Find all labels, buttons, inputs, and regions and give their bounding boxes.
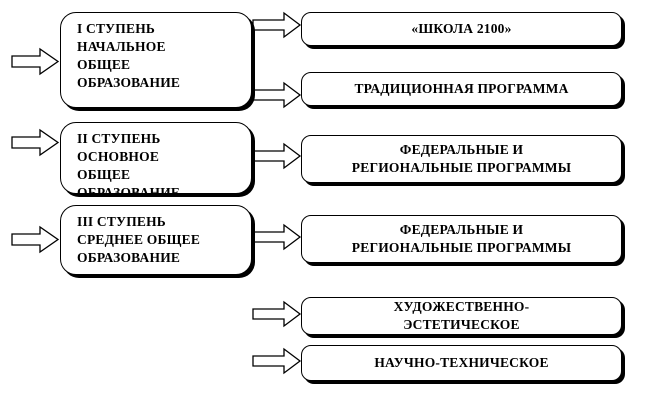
stage-2-line-1: II СТУПЕНЬ [77,131,161,146]
profile-art-aesthetic-line-1: ХУДОЖЕСТВЕННО- [393,299,530,314]
arrow-into-stage-2 [11,128,60,157]
program-traditional-label: ТРАДИЦИОННАЯ ПРОГРАММА [354,81,569,96]
stage-1-line-1: I СТУПЕНЬ [77,21,156,36]
program-federal-regional-1-line-1: ФЕДЕРАЛЬНЫЕ И [399,142,524,157]
stage-2-box: II СТУПЕНЬ ОСНОВНОЕ ОБЩЕЕ ОБРАЗОВАНИЕ [60,122,252,200]
arrow-into-stage-1 [11,47,60,76]
stage-1-box: I СТУПЕНЬ НАЧАЛЬНОЕ ОБЩЕЕ ОБРАЗОВАНИЕ [60,12,252,108]
arrow-stage2-to-federal [252,142,302,170]
profile-science-technical-box: НАУЧНО-ТЕХНИЧЕСКОЕ [301,345,622,381]
arrow-to-science-technical [252,347,302,375]
program-federal-regional-2-line-1: ФЕДЕРАЛЬНЫЕ И [399,222,524,237]
program-school-2100-label: «ШКОЛА 2100» [411,21,512,36]
stage-3-line-2: СРЕДНЕЕ ОБЩЕЕ [77,232,201,247]
arrow-stage1-to-school2100 [252,11,302,39]
stage-3-line-3: ОБРАЗОВАНИЕ [77,250,181,265]
stage-3-box: III СТУПЕНЬ СРЕДНЕЕ ОБЩЕЕ ОБРАЗОВАНИЕ [60,205,252,275]
profile-science-technical-label: НАУЧНО-ТЕХНИЧЕСКОЕ [374,355,549,370]
program-federal-regional-1-line-2: РЕГИОНАЛЬНЫЕ ПРОГРАММЫ [351,160,572,175]
stage-2-line-2: ОСНОВНОЕ [77,149,160,164]
arrow-into-stage-3 [11,225,60,254]
arrow-stage3-to-federal [252,223,302,251]
profile-art-aesthetic-box: ХУДОЖЕСТВЕННО- ЭСТЕТИЧЕСКОЕ [301,297,622,335]
program-school-2100-box: «ШКОЛА 2100» [301,12,622,46]
stage-1-line-3: ОБЩЕЕ [77,57,131,72]
profile-art-aesthetic-line-2: ЭСТЕТИЧЕСКОЕ [403,317,520,332]
stage-2-line-3: ОБЩЕЕ [77,167,131,182]
stage-3-line-1: III СТУПЕНЬ [77,214,166,229]
program-federal-regional-2-box: ФЕДЕРАЛЬНЫЕ И РЕГИОНАЛЬНЫЕ ПРОГРАММЫ [301,215,622,263]
stage-1-line-2: НАЧАЛЬНОЕ [77,39,166,54]
program-federal-regional-2-line-2: РЕГИОНАЛЬНЫЕ ПРОГРАММЫ [351,240,572,255]
program-traditional-box: ТРАДИЦИОННАЯ ПРОГРАММА [301,72,622,106]
stage-1-line-4: ОБРАЗОВАНИЕ [77,75,181,90]
arrow-to-art-aesthetic [252,300,302,328]
program-federal-regional-1-box: ФЕДЕРАЛЬНЫЕ И РЕГИОНАЛЬНЫЕ ПРОГРАММЫ [301,135,622,183]
stage-2-line-4: ОБРАЗОВАНИЕ [77,185,181,200]
arrow-stage1-to-traditional [252,81,302,109]
